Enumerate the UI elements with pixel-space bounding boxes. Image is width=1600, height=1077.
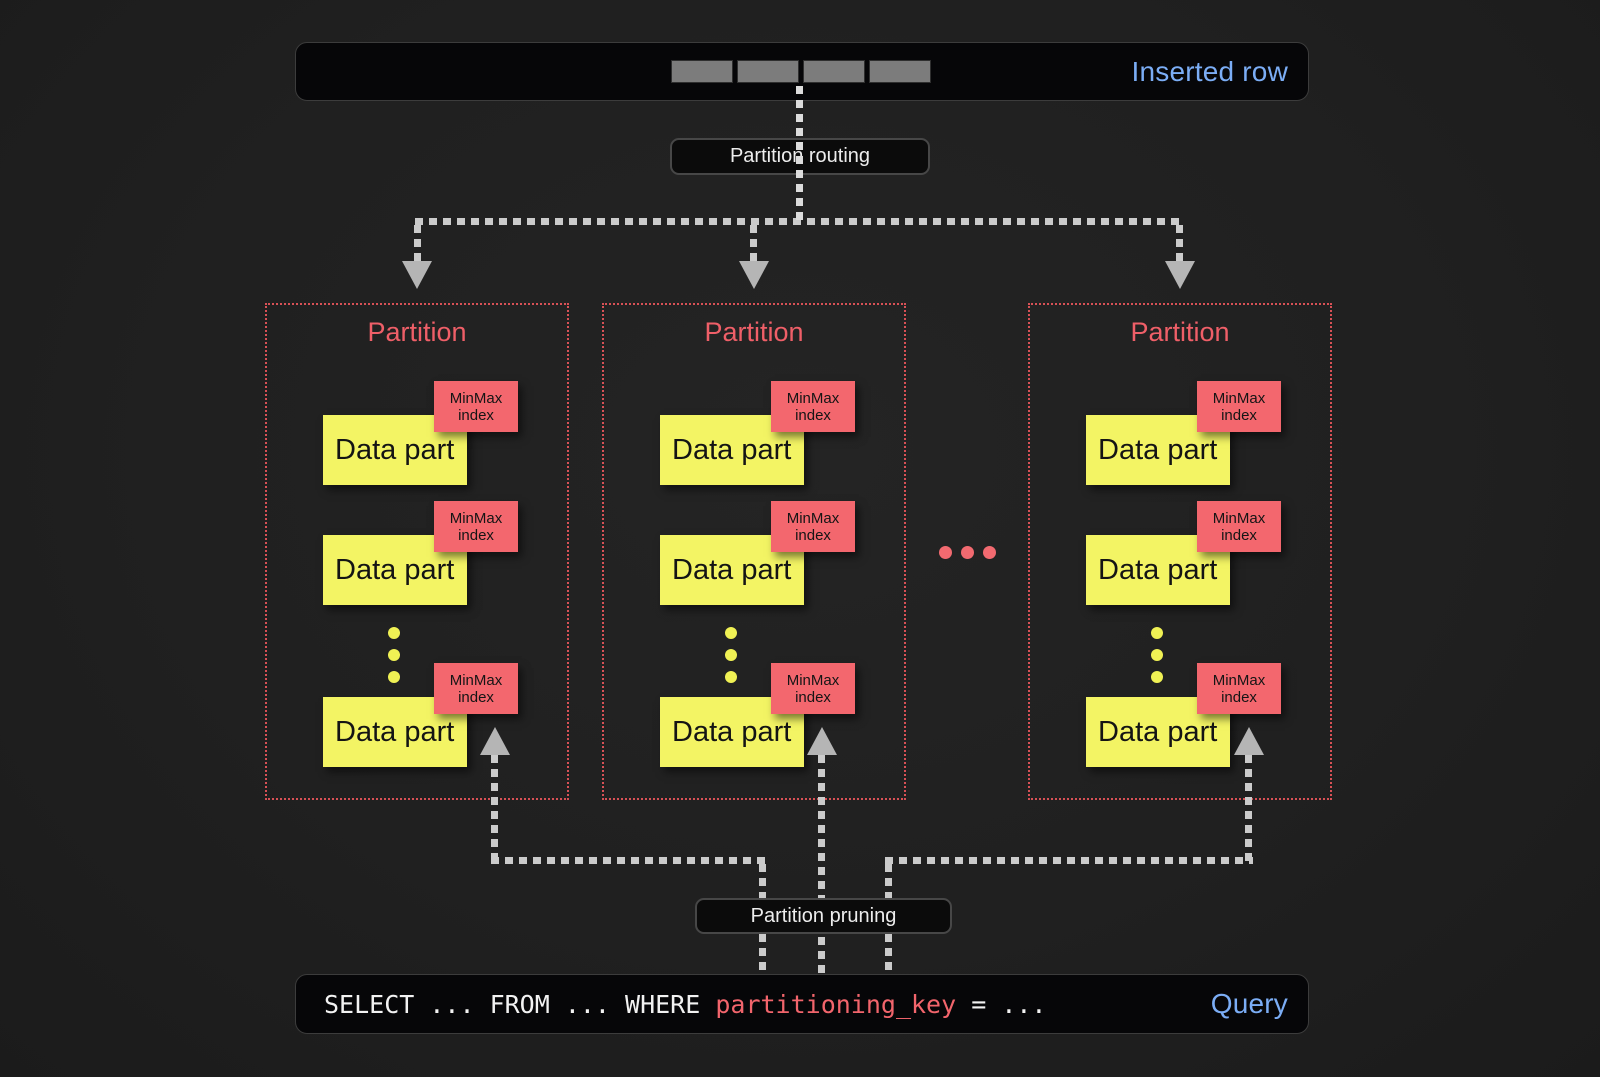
- pruning-line-left-up: [491, 755, 498, 863]
- partition-box-2: Partition MinMax index Data part MinMax …: [602, 303, 906, 800]
- data-part-box: Data part: [323, 415, 467, 485]
- minmax-index-tag: MinMax index: [1197, 663, 1281, 714]
- sql-query-text: SELECT ... FROM ... WHERE partitioning_k…: [324, 975, 1046, 1033]
- row-cell: [671, 60, 733, 83]
- minmax-index-tag: MinMax index: [771, 501, 855, 552]
- minmax-index-tag: MinMax index: [434, 663, 518, 714]
- arrow-down-icon: [739, 261, 769, 289]
- arrow-down-icon: [402, 261, 432, 289]
- partition-title: Partition: [704, 317, 804, 347]
- partition-title: Partition: [1130, 317, 1230, 347]
- minmax-index-tag: MinMax index: [771, 663, 855, 714]
- row-cell: [737, 60, 799, 83]
- arrow-up-icon: [480, 727, 510, 755]
- inserted-row-label: Inserted row: [1131, 55, 1288, 87]
- routing-drop-middle: [750, 225, 757, 262]
- partition-box-3: Partition MinMax index Data part MinMax …: [1028, 303, 1332, 800]
- sql-suffix: = ...: [956, 989, 1047, 1019]
- more-parts-dots: [725, 627, 737, 683]
- row-cell: [869, 60, 931, 83]
- partition-title: Partition: [367, 317, 467, 347]
- arrow-down-icon: [1165, 261, 1195, 289]
- arrow-up-icon: [807, 727, 837, 755]
- pruning-line-middle: [818, 755, 825, 974]
- minmax-index-tag: MinMax index: [434, 381, 518, 432]
- data-part-box: Data part: [1086, 697, 1230, 767]
- row-cells: [671, 60, 931, 83]
- minmax-index-tag: MinMax index: [1197, 381, 1281, 432]
- partition-pruning-label: Partition pruning: [695, 898, 952, 934]
- partition-box-1: Partition MinMax index Data part MinMax …: [265, 303, 569, 800]
- sql-prefix: SELECT ... FROM ... WHERE: [324, 989, 716, 1019]
- more-parts-dots: [1151, 627, 1163, 683]
- pruning-branch-left: [491, 857, 766, 864]
- data-part-box: Data part: [660, 697, 804, 767]
- more-partitions-dots: [939, 546, 996, 559]
- pruning-line-right-up: [1245, 755, 1252, 863]
- sql-partitioning-key: partitioning_key: [715, 989, 957, 1019]
- routing-drop-right: [1176, 225, 1183, 262]
- minmax-index-tag: MinMax index: [771, 381, 855, 432]
- more-parts-dots: [388, 627, 400, 683]
- pruning-branch-right: [885, 857, 1253, 864]
- minmax-index-tag: MinMax index: [1197, 501, 1281, 552]
- minmax-index-tag: MinMax index: [434, 501, 518, 552]
- query-label: Query: [1210, 988, 1288, 1019]
- arrow-up-icon: [1234, 727, 1264, 755]
- row-cell: [803, 60, 865, 83]
- routing-connector-line: [796, 86, 803, 222]
- routing-drop-left: [414, 225, 421, 262]
- query-bar: SELECT ... FROM ... WHERE partitioning_k…: [295, 974, 1309, 1034]
